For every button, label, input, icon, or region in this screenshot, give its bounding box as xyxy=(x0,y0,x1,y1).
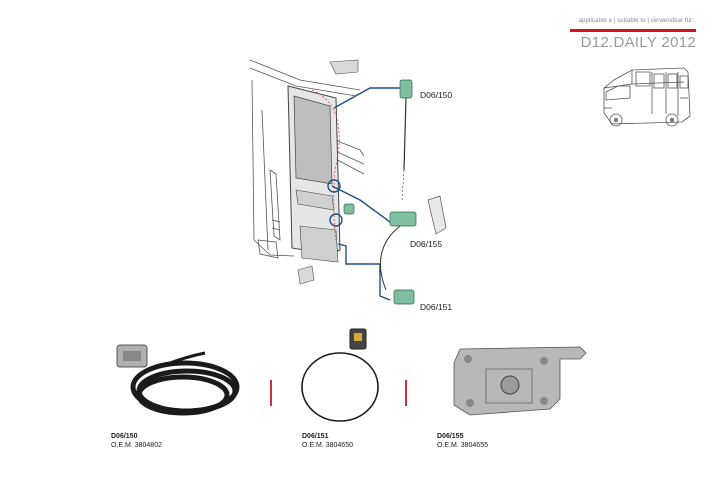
product-code: D06/155 xyxy=(437,433,464,440)
callout-d06-151: D06/151 xyxy=(420,302,453,312)
product-image-d06-150 xyxy=(116,344,240,416)
model-title: D12.DAILY 2012 xyxy=(580,34,696,51)
van-illustration xyxy=(603,67,691,127)
rear-door-diagram xyxy=(249,59,447,305)
product-image-d06-151 xyxy=(301,328,379,422)
product-separator xyxy=(405,380,407,406)
applicable-label: applicable a | suitable to | verwendbar … xyxy=(578,18,694,24)
callout-d06-155: D06/155 xyxy=(410,239,443,249)
product-info-d06-155: D06/155 O.E.M. 3804655 xyxy=(437,432,488,450)
product-image-d06-155 xyxy=(453,346,587,416)
product-oem: O.E.M. 3804802 xyxy=(111,442,162,449)
product-oem: O.E.M. 3804650 xyxy=(302,442,353,449)
product-separator xyxy=(270,380,272,406)
product-code: D06/151 xyxy=(302,433,329,440)
product-info-d06-151: D06/151 O.E.M. 3804650 xyxy=(302,432,353,450)
product-info-d06-150: D06/150 O.E.M. 3804802 xyxy=(111,432,162,450)
product-oem: O.E.M. 3804655 xyxy=(437,442,488,449)
callout-d06-150: D06/150 xyxy=(420,90,453,100)
header-red-rule xyxy=(570,29,696,32)
product-code: D06/150 xyxy=(111,433,138,440)
